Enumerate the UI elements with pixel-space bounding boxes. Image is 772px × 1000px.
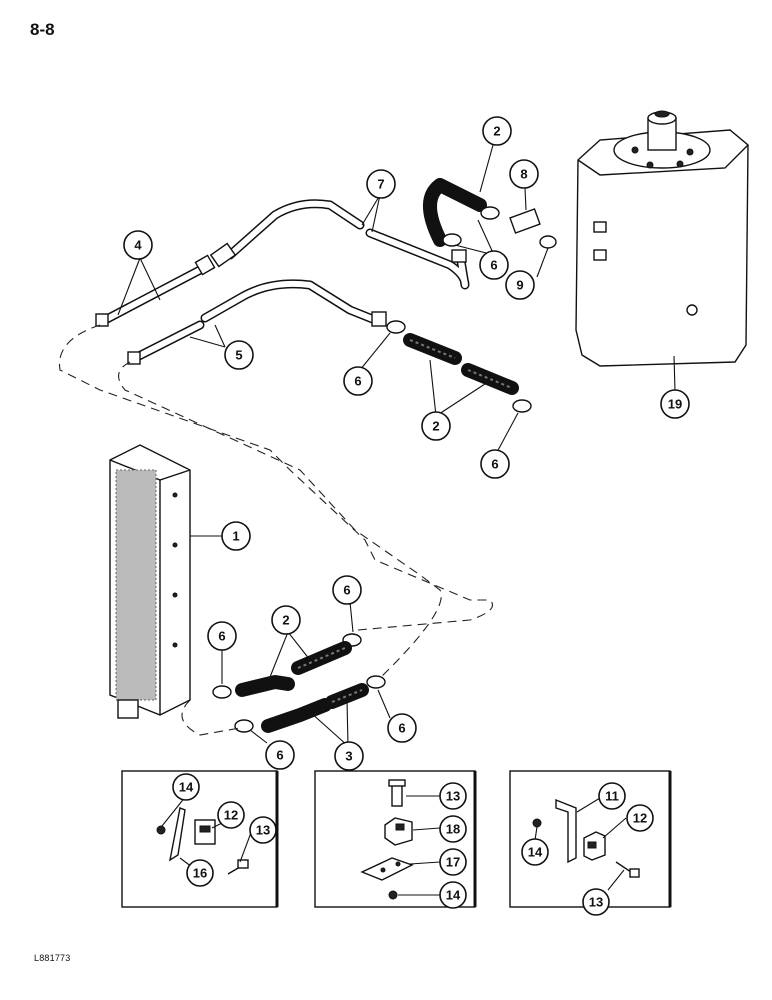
callout-6-b: 6 <box>343 366 373 396</box>
callout-2-mid: 2 <box>421 411 451 441</box>
svg-text:11: 11 <box>605 789 619 804</box>
svg-text:7: 7 <box>377 177 384 192</box>
svg-text:12: 12 <box>224 808 238 823</box>
svg-text:2: 2 <box>493 124 500 139</box>
svg-text:18: 18 <box>446 822 460 837</box>
svg-text:19: 19 <box>668 397 682 412</box>
hydraulic-reservoir <box>575 110 749 367</box>
svg-text:16: 16 <box>193 866 207 881</box>
svg-text:13: 13 <box>589 895 603 910</box>
svg-text:8: 8 <box>520 167 527 182</box>
callout-d2-17: 17 <box>439 848 467 876</box>
drawing-code: L881773 <box>34 953 71 963</box>
callout-4: 4 <box>123 230 153 260</box>
callout-d3-12: 12 <box>626 804 654 832</box>
svg-text:6: 6 <box>398 721 405 736</box>
svg-text:17: 17 <box>446 855 460 870</box>
upper-tube <box>209 199 470 290</box>
callout-19: 19 <box>660 389 690 419</box>
page-number: 8-8 <box>30 20 55 39</box>
callout-1: 1 <box>221 521 251 551</box>
callout-d3-13: 13 <box>582 888 610 916</box>
oil-cooler <box>109 444 191 719</box>
svg-text:6: 6 <box>218 629 225 644</box>
callout-d1-12: 12 <box>217 801 245 829</box>
hose-clamps <box>212 206 532 733</box>
callout-d1-14: 14 <box>172 773 200 801</box>
callout-d2-13: 13 <box>439 782 467 810</box>
callout-d1-13: 13 <box>249 816 277 844</box>
svg-text:3: 3 <box>345 749 352 764</box>
callout-6-c: 6 <box>480 449 510 479</box>
svg-text:13: 13 <box>446 789 460 804</box>
svg-text:6: 6 <box>276 748 283 763</box>
svg-text:14: 14 <box>179 780 194 795</box>
svg-text:13: 13 <box>256 823 270 838</box>
left-tubes <box>95 254 387 365</box>
svg-text:14: 14 <box>446 888 461 903</box>
svg-text:2: 2 <box>432 419 439 434</box>
svg-text:6: 6 <box>343 583 350 598</box>
callout-6-d: 6 <box>332 575 362 605</box>
svg-text:1: 1 <box>232 529 239 544</box>
callout-d2-14: 14 <box>439 881 467 909</box>
callout-6-g: 6 <box>265 740 295 770</box>
callout-6-a: 6 <box>479 250 509 280</box>
callout-6-f: 6 <box>387 713 417 743</box>
svg-text:6: 6 <box>354 374 361 389</box>
detail-box-1: 14 12 13 16 <box>121 770 279 908</box>
detail-box-3: 11 12 14 13 <box>509 770 672 916</box>
callout-3: 3 <box>334 741 364 771</box>
callout-d1-16: 16 <box>186 859 214 887</box>
callout-2-top: 2 <box>482 116 512 146</box>
detail-box-2: 13 18 17 14 <box>314 770 477 909</box>
callout-d2-18: 18 <box>439 815 467 843</box>
callout-7: 7 <box>366 169 396 199</box>
svg-text:6: 6 <box>490 258 497 273</box>
svg-text:9: 9 <box>516 278 523 293</box>
routing-lines <box>58 324 494 736</box>
callout-d3-11: 11 <box>598 782 626 810</box>
fitting-and-oring <box>509 208 557 249</box>
upper-hoses <box>403 178 519 395</box>
svg-text:6: 6 <box>491 457 498 472</box>
callout-5: 5 <box>224 340 254 370</box>
svg-text:2: 2 <box>282 613 289 628</box>
svg-text:5: 5 <box>235 348 242 363</box>
svg-text:4: 4 <box>134 238 142 253</box>
callout-2-bottom: 2 <box>271 605 301 635</box>
callout-d3-14: 14 <box>521 838 549 866</box>
leader-lines <box>117 144 676 747</box>
callout-6-e: 6 <box>207 621 237 651</box>
lower-hoses <box>235 641 369 733</box>
callout-8: 8 <box>509 159 539 189</box>
svg-text:14: 14 <box>528 845 543 860</box>
svg-text:12: 12 <box>633 811 647 826</box>
callout-9: 9 <box>505 270 535 300</box>
